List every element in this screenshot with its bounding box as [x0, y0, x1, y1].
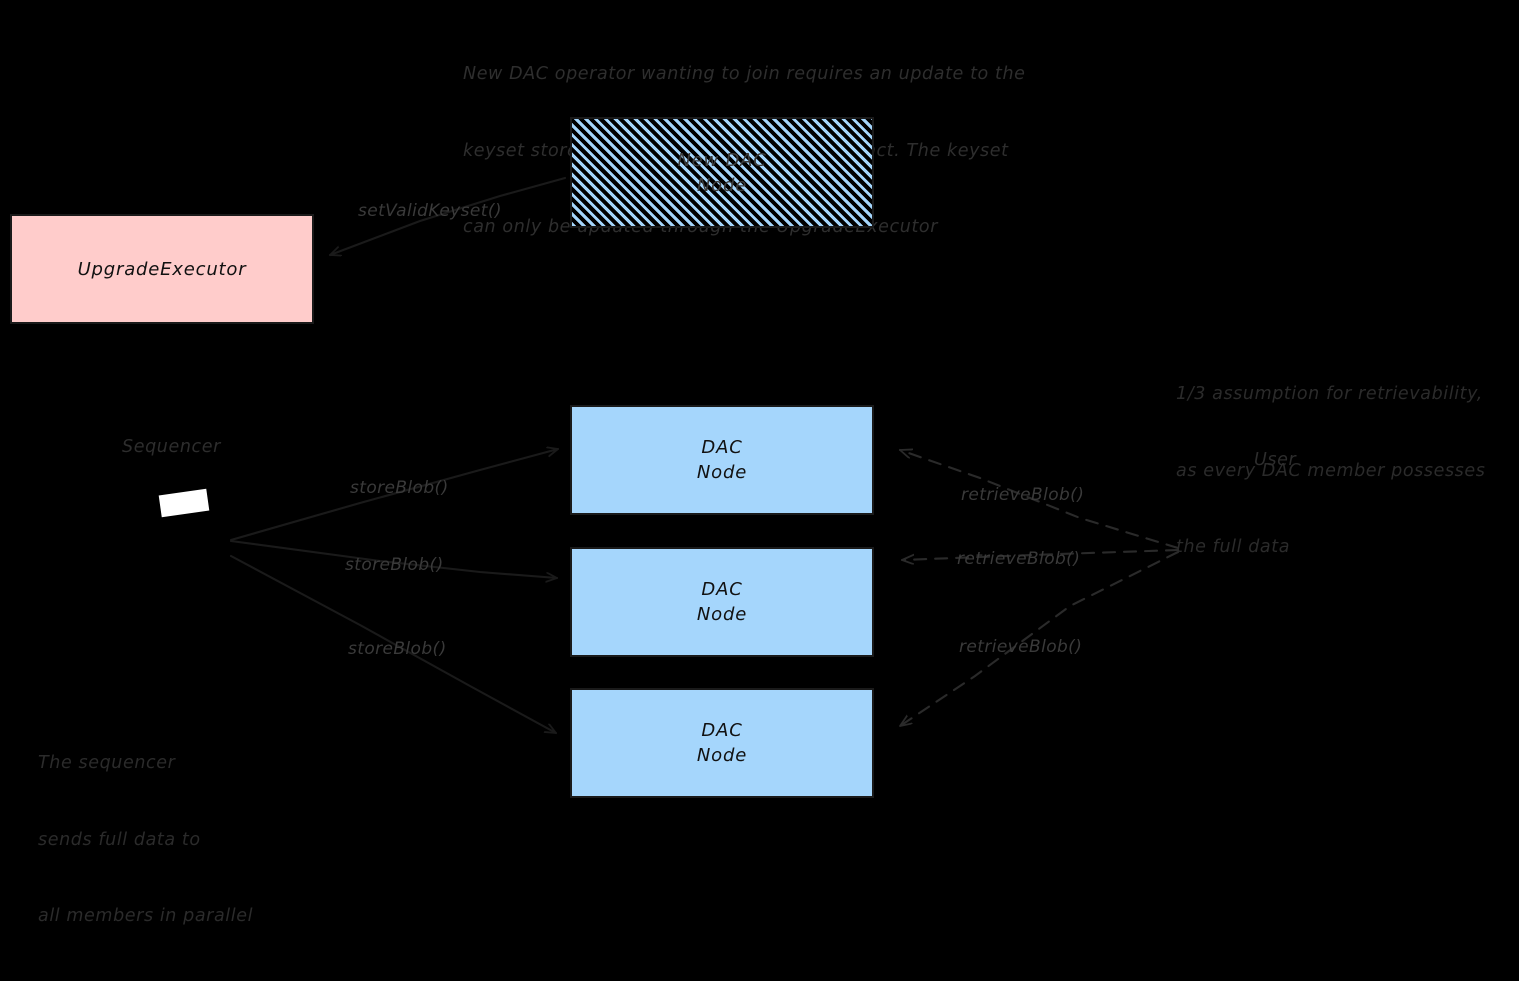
- edge-label-store-blob-2: storeBlob(): [345, 555, 444, 575]
- node-dac-node-3-label-1: DAC: [701, 720, 743, 741]
- edge-label-set-valid-keyset: setValidKeyset(): [358, 201, 502, 221]
- note-retrievability: 1/3 assumption for retrievability, as ev…: [1176, 331, 1519, 612]
- edge-label-retrieve-blob-2: retrieveBlob(): [957, 549, 1081, 569]
- edge-set-valid-keyset: [328, 176, 567, 255]
- edge-store-blob-3: [229, 554, 558, 735]
- node-upgrade-executor-label: UpgradeExecutor: [77, 258, 247, 280]
- edge-store-blob-2: [229, 539, 559, 578]
- node-dac-node-1-label-1: DAC: [701, 437, 743, 458]
- node-dac-node-2-label-1: DAC: [701, 579, 743, 600]
- note-retrievability-line-1: 1/3 assumption for retrievability,: [1176, 384, 1483, 404]
- edge-retrieve-blob-1: [898, 450, 1180, 550]
- edge-label-store-blob-3: storeBlob(): [348, 639, 447, 659]
- node-new-dac-node-label-2: Node: [696, 174, 748, 196]
- note-sequencer-line-2: sends full data to: [38, 829, 201, 850]
- edge-retrieve-blob-3: [898, 550, 1180, 728]
- node-dac-node-3-label-2: Node: [696, 745, 748, 766]
- note-sequencer-parallel: The sequencer sends full data to all mem…: [38, 700, 338, 981]
- node-dac-node-1-label-2: Node: [696, 462, 748, 483]
- note-sequencer-line-3: all members in parallel: [38, 906, 254, 926]
- edge-label-retrieve-blob-1: retrieveBlob(): [961, 485, 1085, 505]
- diagram-connector-layer: [229, 176, 1180, 735]
- node-dac-node-2[interactable]: DAC Node: [570, 547, 874, 657]
- edge-label-store-blob-1: storeBlob(): [350, 478, 449, 498]
- node-new-dac-node[interactable]: New DAC Node: [570, 117, 874, 228]
- actor-sequencer-label: Sequencer: [122, 437, 221, 457]
- edge-store-blob-1: [229, 449, 560, 542]
- node-new-dac-node-label-1: New DAC: [677, 149, 767, 171]
- note-sequencer-line-1: The sequencer: [38, 753, 176, 773]
- sequencer-icon: [158, 488, 210, 518]
- note-retrievability-line-3: the full data: [1176, 537, 1291, 557]
- edge-label-retrieve-blob-3: retrieveBlob(): [959, 637, 1083, 657]
- note-keyset-line-1: New DAC operator wanting to join require…: [463, 64, 1026, 84]
- actor-user-label: User: [1254, 450, 1297, 470]
- node-upgrade-executor[interactable]: UpgradeExecutor: [10, 214, 314, 324]
- node-dac-node-3[interactable]: DAC Node: [570, 688, 874, 798]
- node-dac-node-1[interactable]: DAC Node: [570, 405, 874, 515]
- edge-retrieve-blob-2: [900, 548, 1180, 560]
- node-dac-node-2-label-2: Node: [696, 604, 748, 625]
- note-retrievability-line-2: as every DAC member possesses: [1176, 460, 1486, 481]
- diagram-content-layer: New DAC operator wanting to join require…: [10, 64, 1519, 926]
